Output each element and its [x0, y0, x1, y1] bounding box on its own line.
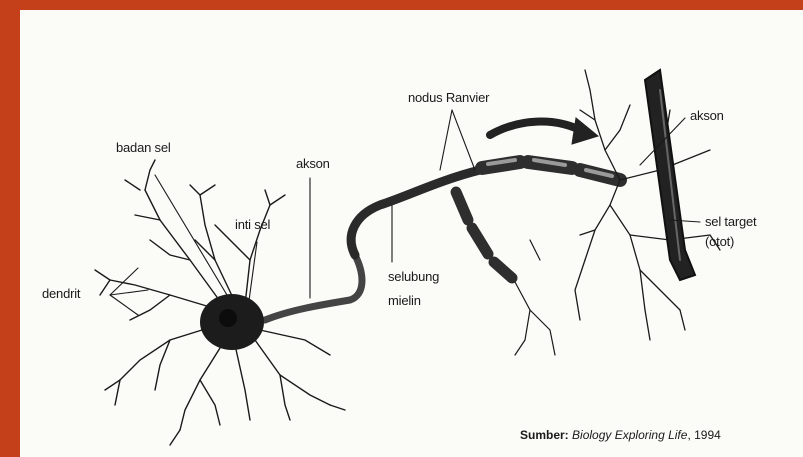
label-selubung-mielin: selubung mielin: [388, 265, 439, 313]
source-title: Biology Exploring Life: [572, 428, 687, 442]
source-citation: Sumber: Biology Exploring Life, 1994: [520, 428, 721, 442]
diagram-panel: badan sel inti sel dendrit akson nodus R…: [20, 10, 803, 457]
axon-collateral: [456, 192, 512, 278]
label-dendrit: dendrit: [42, 286, 80, 301]
border-frame-left: [0, 0, 20, 457]
label-akson-main: akson: [296, 156, 330, 171]
signal-direction-arrow: [490, 122, 580, 135]
neuron-diagram: [20, 10, 803, 457]
label-nodus-ranvier: nodus Ranvier: [408, 90, 489, 105]
source-year: , 1994: [687, 428, 720, 442]
border-frame-top: [0, 0, 803, 10]
label-badan-sel: badan sel: [116, 140, 171, 155]
label-sel-target: sel target (otot): [705, 212, 756, 252]
label-akson-right: akson: [690, 108, 724, 123]
source-prefix: Sumber:: [520, 428, 569, 442]
axon-initial: [265, 255, 362, 320]
label-inti-sel: inti sel: [235, 217, 270, 232]
nucleus: [219, 309, 237, 327]
